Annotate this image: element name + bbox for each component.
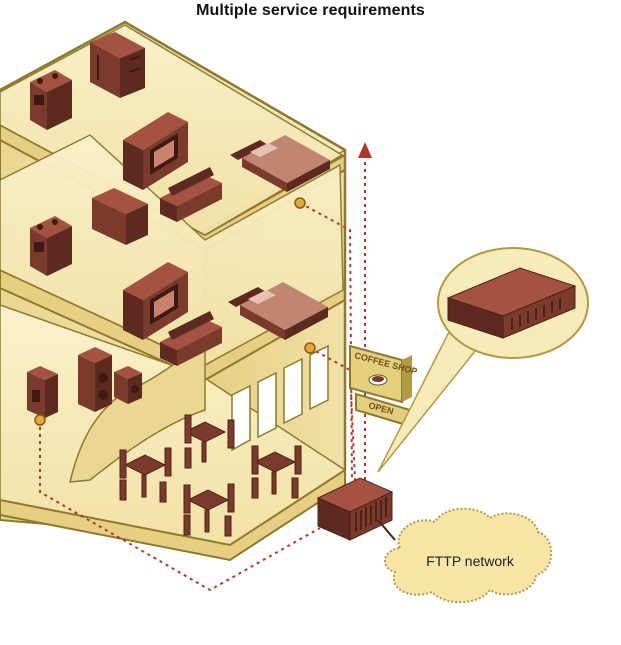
tv-cabinet-icon xyxy=(123,262,188,340)
ground-floor-furniture xyxy=(27,347,302,537)
cloud-icon xyxy=(384,507,553,604)
stove-icon xyxy=(30,216,72,276)
fttp-cloud: FTTP network xyxy=(377,507,553,604)
top-floor-furniture xyxy=(30,32,330,222)
coffee-shop-sign: COFFEE SHOP OPEN xyxy=(349,344,418,428)
bed-icon xyxy=(228,282,328,340)
fridge-icon xyxy=(90,32,145,98)
bed-icon xyxy=(230,135,330,192)
onu-device-icon xyxy=(316,477,394,541)
dining-table-icon xyxy=(119,447,172,503)
coffee-machine-icon xyxy=(27,366,58,418)
fiber-line-top xyxy=(299,202,353,481)
tv-cabinet-icon xyxy=(123,112,188,190)
sofa-icon xyxy=(160,167,222,222)
storefront-windows xyxy=(231,344,329,452)
middle-floor-furniture xyxy=(30,188,328,366)
arrow-up-icon xyxy=(358,142,372,158)
fridge-icon xyxy=(92,188,148,245)
fiber-lines xyxy=(39,150,366,592)
coffee-cup-icon xyxy=(368,374,388,386)
stove-icon xyxy=(30,70,72,130)
onu-device-icon xyxy=(446,267,577,339)
fttp-network-label: FTTP network xyxy=(426,553,515,569)
fiber-line-middle xyxy=(309,347,356,481)
dining-table-icon xyxy=(251,445,302,499)
device-callout xyxy=(377,247,589,473)
sofa-icon xyxy=(160,311,222,366)
connection-node-ground xyxy=(34,414,46,426)
fiber-line-ground xyxy=(39,420,321,592)
stereo-icon xyxy=(78,347,142,412)
dining-table-icon xyxy=(183,483,235,537)
ground-partition-wall xyxy=(69,343,206,483)
diagram-title: Multiple service requirements xyxy=(196,2,425,19)
dining-table-icon xyxy=(183,414,235,469)
connection-node-middle xyxy=(304,342,316,354)
connection-node-top xyxy=(294,197,306,209)
